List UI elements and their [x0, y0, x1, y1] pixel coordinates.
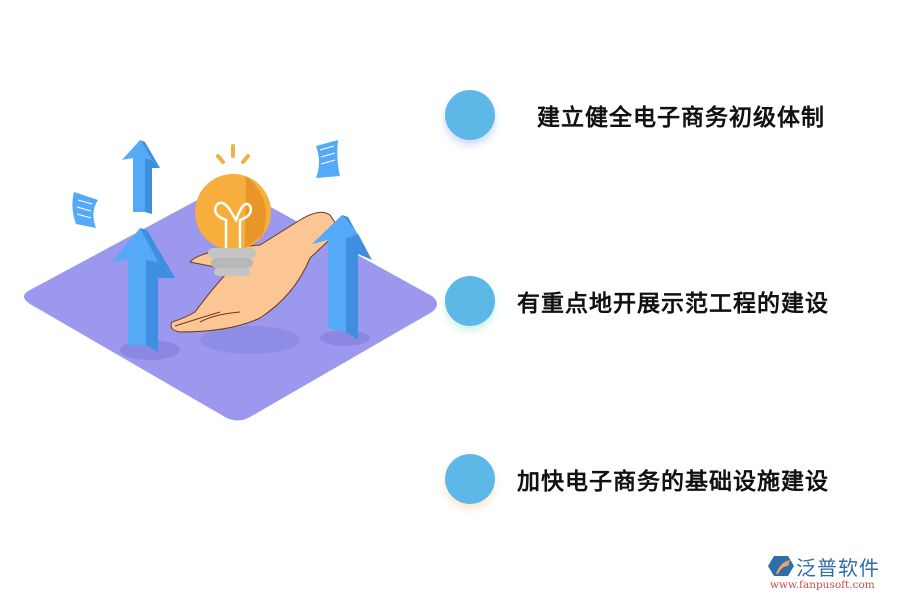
arrow-up-icon [122, 140, 160, 214]
arrow-up-icon [112, 228, 175, 352]
document-icon [316, 140, 340, 178]
bullet-circle-icon [445, 454, 495, 504]
list-item: 有重点地开展示范工程的建设 [445, 276, 829, 326]
illustration [24, 140, 437, 421]
arrow-up-icon [312, 215, 372, 340]
lightbulb-icon [195, 144, 271, 276]
bullet-circle-icon [445, 276, 495, 326]
logo-url: www.fanpusoft.com [770, 579, 875, 591]
logo-icon [768, 556, 794, 576]
list-item: 建立健全电子商务初级体制 [445, 90, 825, 140]
item-label: 加快电子商务的基础设施建设 [517, 469, 829, 495]
item-label: 有重点地开展示范工程的建设 [517, 291, 829, 317]
document-icon [72, 192, 98, 228]
logo-name: 泛普软件 [796, 556, 880, 580]
hand-icon [170, 211, 341, 333]
brand-logo: 泛普软件 www.fanpusoft.com [768, 552, 894, 594]
list-item: 加快电子商务的基础设施建设 [445, 454, 829, 504]
item-label: 建立健全电子商务初级体制 [537, 105, 825, 131]
bullet-circle-icon [445, 90, 495, 140]
